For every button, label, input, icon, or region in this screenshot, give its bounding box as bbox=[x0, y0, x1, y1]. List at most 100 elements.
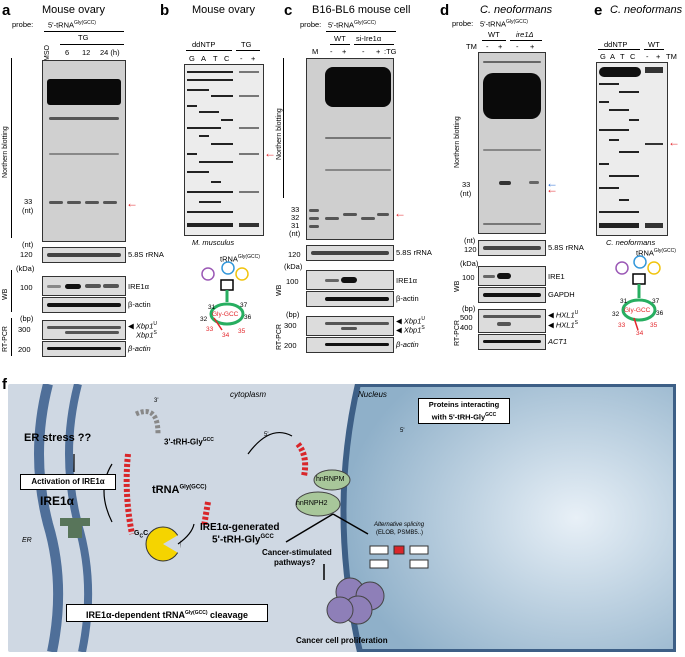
panel-b-n31: 31 bbox=[208, 304, 216, 311]
panel-c-sign-0: - bbox=[330, 47, 333, 56]
panel-c-xbp1s-sup: S bbox=[421, 325, 425, 331]
panel-a-xbp1s-sup: S bbox=[153, 330, 157, 336]
panel-e-cleavage-arrow-icon: ← bbox=[668, 135, 680, 149]
panel-c-cleavage-arrow-icon: ← bbox=[394, 206, 406, 220]
panel-d-blue-arrow-icon: ← bbox=[546, 176, 558, 190]
panel-f-prolif: Cancer cell proliferation bbox=[296, 636, 388, 645]
panel-f-cytoplasm: cytoplasm bbox=[230, 390, 267, 399]
panel-c-bp300: 300 bbox=[284, 321, 297, 330]
panel-a-bactin: β-actin bbox=[128, 300, 151, 309]
panel-d-sign-1: + bbox=[498, 42, 503, 51]
panel-e-trna-text: tRNA bbox=[636, 248, 654, 258]
panel-d-wt: WT bbox=[488, 30, 500, 39]
panel-b-n32: 32 bbox=[200, 316, 208, 323]
panel-d-northern-blot bbox=[478, 52, 546, 234]
panel-a-probe: 5'-tRNAGly(GCC) bbox=[48, 20, 96, 30]
panel-c-probe-sup: Gly(GCC) bbox=[354, 20, 376, 26]
panel-d-probe-sup: Gly(GCC) bbox=[506, 19, 528, 25]
panel-e-n35: 35 bbox=[650, 322, 658, 329]
panel-f-hnrnpm: hnRNPM bbox=[316, 476, 345, 483]
panel-c-xbp1s: ◀ Xbp1S bbox=[396, 325, 425, 335]
panel-a-marker-nt2: (nt) bbox=[22, 240, 34, 249]
panel-f-cleavage: IRE1α-dependent tRNAGly(GCC) cleavage bbox=[66, 604, 268, 622]
panel-b-lane-t: T bbox=[213, 54, 218, 63]
panel-d-sign-3: + bbox=[530, 42, 535, 51]
panel-a-bp: (bp) bbox=[20, 314, 34, 323]
panel-e-lane-a: A bbox=[610, 52, 616, 61]
panel-c-kda: (kDa) bbox=[284, 262, 303, 271]
panel-d-red-arrow-icon: ← bbox=[546, 182, 558, 196]
panel-d-ire1: IRE1 bbox=[548, 272, 565, 281]
panel-e-n36: 36 bbox=[656, 310, 664, 317]
panel-e-lane-g: G bbox=[600, 52, 606, 61]
panel-a-xbp1s: Xbp1S bbox=[136, 330, 157, 340]
panel-e-trna: tRNAGly(GCC) bbox=[636, 248, 676, 258]
panel-a-ire1a-blot bbox=[42, 276, 126, 296]
panel-f-nucleus: Nucleus bbox=[358, 390, 387, 399]
panel-e-ddntp: ddNTP bbox=[604, 40, 628, 49]
panel-a-marker-nt: (nt) bbox=[22, 206, 34, 215]
panel-c-bactin: β-actin bbox=[396, 294, 419, 303]
panel-e-title: C. neoformans bbox=[610, 4, 683, 16]
panel-f-gcc-1: G bbox=[134, 530, 140, 537]
panel-f-ire1a: IRE1α bbox=[40, 494, 75, 508]
panel-d-hxl1s: ◀ HXL1S bbox=[548, 320, 578, 330]
panel-d-m120: 120 bbox=[464, 245, 477, 254]
panel-c-si: si-Ire1α bbox=[356, 34, 382, 43]
panel-e-sequencing-gel bbox=[596, 62, 668, 236]
panel-a-lane-24: 24 (h) bbox=[100, 48, 120, 57]
panel-d-rrna-blot bbox=[478, 240, 546, 256]
panel-c-xbp1u-text: Xbp1 bbox=[403, 316, 422, 326]
panel-e-n33: 33 bbox=[618, 322, 626, 329]
panel-f-schematic bbox=[34, 384, 676, 652]
panel-c-mnt: (nt) bbox=[289, 229, 301, 238]
panel-a-rrna-blot bbox=[42, 247, 126, 263]
panel-d-letter: d bbox=[440, 2, 450, 19]
panel-f-gen2: 5'-tRH-GlyGCC bbox=[212, 534, 274, 545]
panel-f-trh3: 3'-tRH-GlyGCC bbox=[164, 437, 214, 447]
panel-f-cleavage-text: IRE1α-dependent tRNA bbox=[85, 610, 185, 620]
panel-f-alt1: Alternative splicing bbox=[374, 522, 425, 528]
panel-c-northern-blot bbox=[306, 58, 394, 240]
panel-f-activation: Activation of IRE1α bbox=[20, 474, 116, 490]
panel-a-probe-text: 5'-tRNA bbox=[48, 20, 75, 30]
panel-d-ire1-blot bbox=[478, 266, 546, 286]
panel-c-xbp1-gel bbox=[306, 316, 394, 336]
panel-f-er: ER bbox=[22, 537, 32, 544]
panel-f-proteins-1: Proteins interacting bbox=[428, 400, 500, 409]
panel-d-side-rt: RT-PCR bbox=[454, 320, 461, 346]
panel-a-actin-gel bbox=[42, 341, 126, 357]
panel-c-xbp1s-text: Xbp1 bbox=[403, 325, 422, 335]
panel-c-ire1a: IRE1α bbox=[396, 276, 418, 285]
panel-e-lane-minus: - bbox=[646, 52, 649, 61]
panel-c-side-wb: WB bbox=[276, 284, 283, 296]
panel-a-xbp1u: ◀ Xbp1U bbox=[128, 321, 158, 331]
panel-e-lane-plus: + bbox=[656, 52, 661, 61]
panel-d-hxl1s-sup: S bbox=[574, 320, 578, 326]
panel-d-tm: TM bbox=[466, 42, 477, 51]
panel-d-bp500: 500 bbox=[460, 313, 473, 322]
panel-d-act1: ACT1 bbox=[548, 337, 568, 346]
panel-c-tg: :TG bbox=[384, 47, 397, 56]
panel-c-bp200: 200 bbox=[284, 341, 297, 350]
panel-f-letter: f bbox=[2, 376, 7, 393]
panel-c-k100: 100 bbox=[286, 277, 299, 286]
panel-f-er-stress: ER stress ?? bbox=[24, 432, 92, 444]
panel-b-lane-a: A bbox=[201, 54, 207, 63]
panel-f-trna-text: tRNA bbox=[152, 484, 180, 496]
panel-f-trh3-sup: GCC bbox=[202, 437, 214, 443]
panel-b-trna-cloverleaf-icon bbox=[201, 261, 249, 331]
panel-c-m31: 31 bbox=[291, 221, 300, 230]
panel-b-lane-minus: - bbox=[240, 54, 243, 63]
panel-a-bactin2: β-actin bbox=[128, 344, 151, 353]
panel-e-letter: e bbox=[594, 2, 603, 19]
panel-c-bp: (bp) bbox=[286, 310, 300, 319]
panel-a-xbp1u-text: Xbp1 bbox=[135, 321, 154, 331]
panel-d-hxl1u-text: HXL1 bbox=[555, 310, 575, 320]
panel-e-lane-t: T bbox=[620, 52, 625, 61]
panel-f-gen1: IRE1α-generated bbox=[200, 522, 280, 533]
panel-b-title: Mouse ovary bbox=[192, 4, 255, 16]
panel-c-probe: 5'-tRNAGly(GCC) bbox=[328, 20, 376, 30]
panel-a-xbp1s-text: Xbp1 bbox=[136, 330, 154, 340]
